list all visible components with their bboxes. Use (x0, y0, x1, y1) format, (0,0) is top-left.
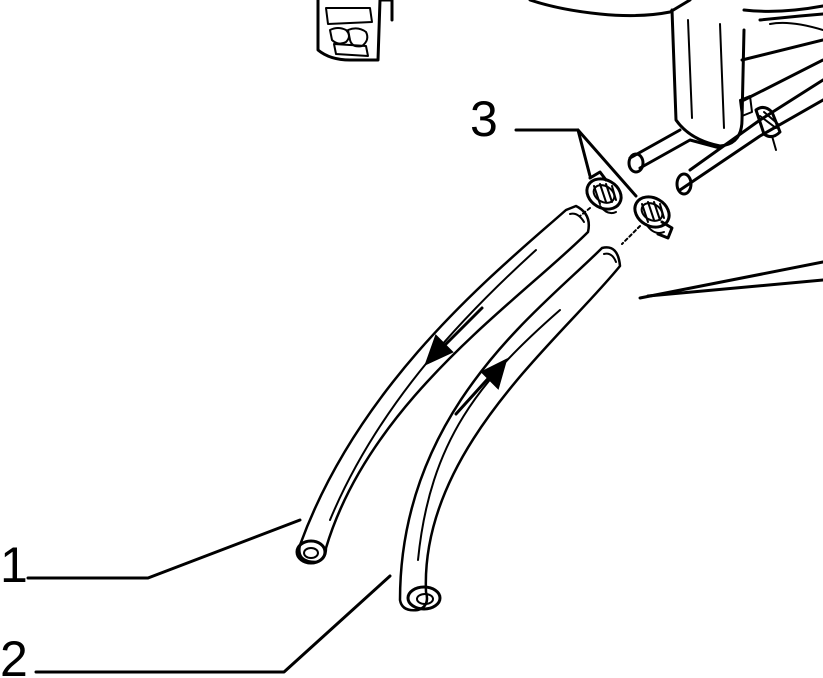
hose-clamp-upper (585, 170, 623, 215)
hose-1 (295, 204, 590, 565)
callout-3: 3 (470, 91, 498, 147)
mounting-bracket (316, 0, 394, 62)
heater-housing (528, 0, 823, 148)
reference-pointer (638, 260, 823, 300)
engine-assembly (316, 0, 823, 196)
callout-2: 2 (0, 631, 28, 678)
heater-pipes (627, 78, 823, 196)
hose-clamp-lower (633, 195, 674, 240)
hose-2 (398, 246, 622, 612)
leader-lines (26, 128, 638, 674)
flow-arrow-down-icon (424, 306, 484, 366)
callout-1: 1 (0, 537, 28, 593)
flow-arrow-up-icon (454, 358, 508, 416)
